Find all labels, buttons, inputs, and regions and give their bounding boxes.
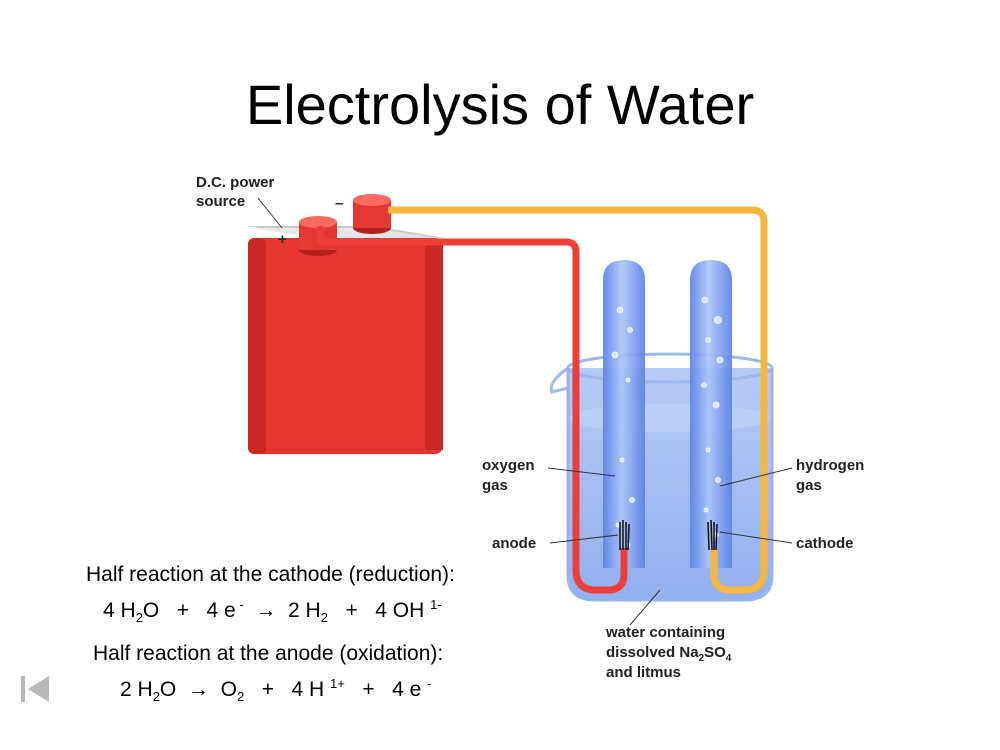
anode-leader bbox=[549, 534, 619, 544]
battery bbox=[248, 194, 445, 454]
beaker bbox=[549, 352, 774, 602]
hydrogen-leader bbox=[719, 467, 793, 487]
oxygen-gas-label-2: gas bbox=[482, 477, 508, 494]
cathode-label: cathode bbox=[796, 535, 854, 552]
reaction-arrow-icon: → bbox=[243, 599, 289, 622]
oxygen-leader bbox=[547, 467, 616, 477]
red-wire bbox=[316, 226, 628, 594]
yellow-wire bbox=[388, 206, 768, 594]
minus-sign: – bbox=[335, 195, 343, 212]
power-source-label-1: D.C. power bbox=[196, 174, 275, 191]
oxygen-gas-label-1: oxygen bbox=[482, 457, 535, 474]
reaction-arrow-icon: → bbox=[176, 678, 221, 701]
cathode-heading: Half reaction at the cathode (reduction)… bbox=[86, 563, 455, 586]
anode-equation: 2 H2O → O2 + 4 H 1+ + 4 e - bbox=[120, 676, 432, 705]
power-source-label-2: source bbox=[196, 193, 245, 210]
cathode-equation: 4 H2O + 4 e - → 2 H2 + 4 OH 1- bbox=[103, 597, 442, 626]
plus-sign: + bbox=[278, 231, 287, 248]
gas-bubbles bbox=[611, 296, 724, 548]
page-title: Electrolysis of Water bbox=[245, 73, 755, 136]
first-slide-icon[interactable] bbox=[18, 672, 52, 706]
anode-electrode bbox=[619, 520, 630, 551]
cathode-leader bbox=[719, 531, 793, 544]
water-label-1: water containing bbox=[605, 624, 725, 641]
water-label-2: dissolved Na2SO4 bbox=[606, 644, 732, 664]
oxygen-tube bbox=[603, 260, 645, 568]
hydrogen-gas-label-1: hydrogen bbox=[796, 457, 864, 474]
water-leader bbox=[629, 589, 661, 626]
hydrogen-gas-label-2: gas bbox=[796, 477, 822, 494]
anode-heading: Half reaction at the anode (oxidation): bbox=[93, 642, 444, 665]
anode-label: anode bbox=[492, 535, 536, 552]
cathode-electrode bbox=[707, 519, 718, 551]
power-source-leader bbox=[257, 197, 283, 229]
hydrogen-tube bbox=[690, 260, 732, 568]
water-label-3: and litmus bbox=[606, 664, 681, 681]
electrolysis-diagram: + – D.C. power source bbox=[196, 174, 864, 681]
